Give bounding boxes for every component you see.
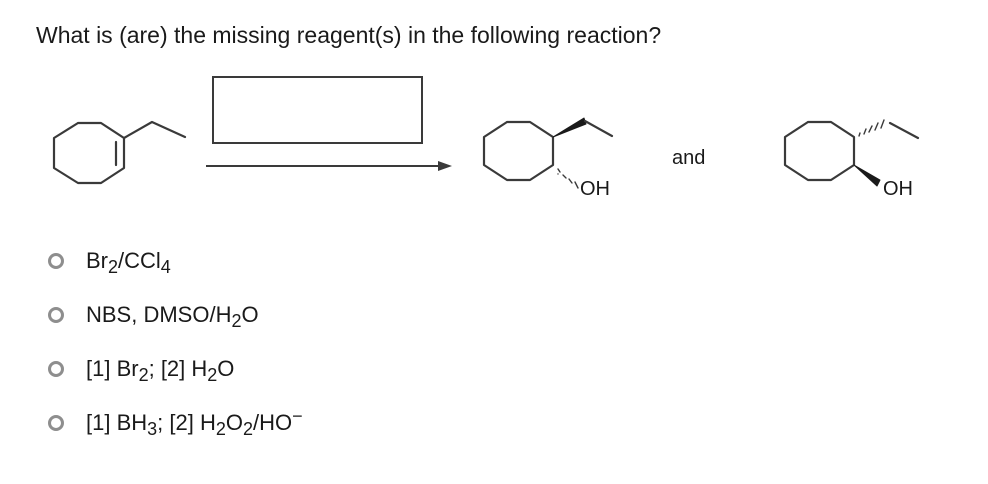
label-text: /HO: [253, 409, 293, 435]
answer-option-4[interactable]: [1] BH3; [2] H2O2/HO−: [48, 396, 648, 450]
radio-button-3[interactable]: [48, 361, 64, 377]
answer-option-3[interactable]: [1] Br2; [2] H2O: [48, 342, 648, 396]
reaction-scheme: OH and OH: [52, 76, 920, 200]
answer-option-label: Br2/CCl4: [86, 247, 171, 277]
reaction-arrow: [206, 161, 452, 171]
label-text: O: [241, 301, 259, 327]
label-text: O: [217, 355, 235, 381]
label-text: [1] Br: [86, 355, 139, 381]
answer-option-label: [1] Br2; [2] H2O: [86, 355, 235, 385]
answer-option-label: [1] BH3; [2] H2O2/HO−: [86, 405, 303, 439]
conjunction-and: and: [672, 147, 705, 169]
subscript: 2: [108, 256, 119, 277]
product-2-structure: [783, 120, 920, 187]
product-1-structure: [482, 117, 614, 182]
answer-option-2[interactable]: NBS, DMSO/H2O: [48, 288, 648, 342]
superscript: −: [292, 405, 303, 426]
subscript: 2: [215, 418, 226, 439]
question-text: What is (are) the missing reagent(s) in …: [36, 22, 662, 48]
subscript: 2: [207, 364, 218, 385]
product-1-hash-bond: [557, 168, 579, 189]
radio-button-2[interactable]: [48, 307, 64, 323]
answer-option-label: NBS, DMSO/H2O: [86, 301, 259, 331]
product-2-oh-label: OH: [883, 178, 913, 200]
subscript: 2: [138, 364, 149, 385]
label-text: [1] BH: [86, 409, 148, 435]
label-text: ; [2] H: [157, 409, 216, 435]
label-text: NBS, DMSO/H: [86, 301, 232, 327]
starting-material-structure: [52, 120, 187, 185]
answer-option-1[interactable]: Br2/CCl4: [48, 234, 648, 288]
label-text: /CCl: [118, 247, 161, 273]
missing-reagent-box: [212, 76, 423, 144]
subscript: 3: [147, 418, 158, 439]
label-text: ; [2] H: [148, 355, 208, 381]
subscript: 4: [160, 256, 171, 277]
subscript: 2: [242, 418, 253, 439]
radio-button-4[interactable]: [48, 415, 64, 431]
radio-button-1[interactable]: [48, 253, 64, 269]
label-text: O: [225, 409, 243, 435]
label-text: Br: [86, 247, 108, 273]
subscript: 2: [231, 310, 242, 331]
product-2-hash-bond: [858, 119, 885, 137]
product-1-oh-label: OH: [580, 178, 610, 200]
